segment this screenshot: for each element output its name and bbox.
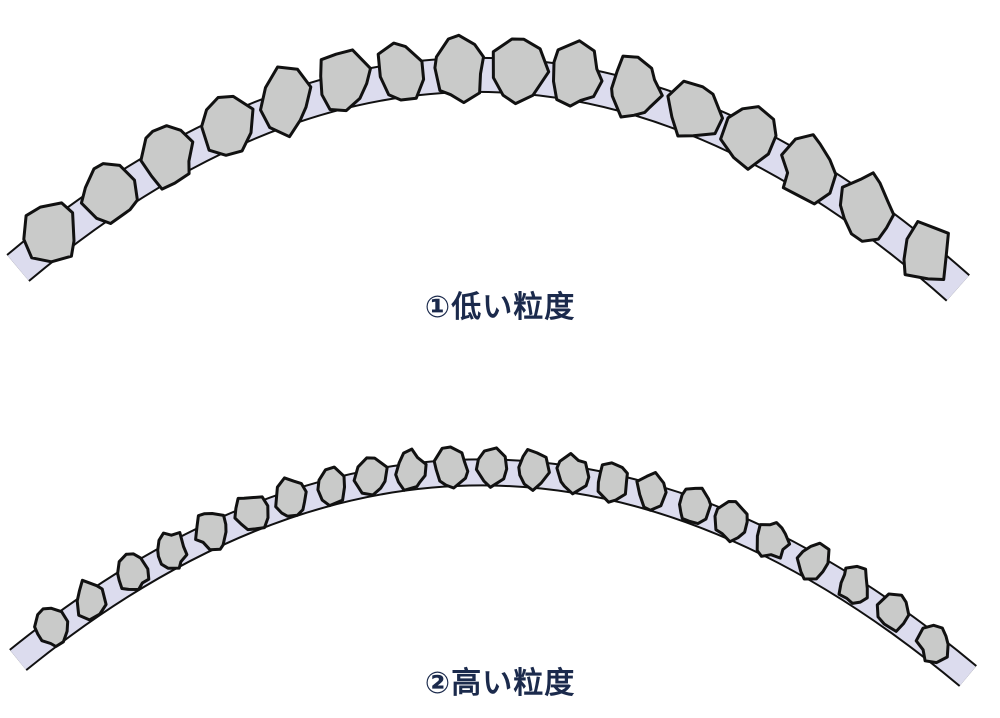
particle (432, 445, 470, 490)
particle (75, 578, 108, 622)
particle (116, 552, 151, 591)
particle (233, 495, 270, 532)
particle (596, 461, 629, 504)
coating-band-high-granularity (9, 458, 977, 687)
particle (838, 171, 896, 243)
particle (914, 623, 950, 665)
high-granularity-label: ②高い粒度 (424, 666, 576, 701)
particle (719, 105, 778, 171)
particle (555, 452, 591, 496)
particle (678, 486, 713, 526)
particle (713, 500, 749, 544)
particles-low-granularity (22, 33, 950, 281)
particles-high-granularity (33, 445, 950, 665)
particle (259, 65, 313, 139)
particle (316, 465, 346, 508)
particle (875, 592, 911, 633)
low-granularity-label: ①低い粒度 (424, 290, 576, 325)
particle (474, 446, 509, 489)
particle (755, 521, 792, 560)
particle (139, 124, 195, 191)
particle (491, 37, 551, 106)
particle (552, 39, 604, 108)
particle (517, 448, 551, 492)
particle (79, 162, 139, 225)
particle (22, 201, 76, 264)
particle (666, 79, 724, 138)
particle (200, 94, 255, 157)
particle (635, 471, 668, 512)
particle (156, 531, 189, 570)
particle (610, 54, 664, 119)
particle (795, 541, 831, 581)
particle (394, 447, 428, 492)
particle (376, 41, 426, 102)
particle (319, 48, 372, 113)
particle (194, 512, 228, 552)
particle (433, 33, 485, 105)
particle (33, 606, 70, 648)
coating-band (10, 460, 976, 686)
particle (352, 456, 389, 497)
particle (274, 476, 308, 518)
particle (837, 564, 869, 605)
particle (780, 133, 838, 206)
particle (902, 220, 950, 281)
